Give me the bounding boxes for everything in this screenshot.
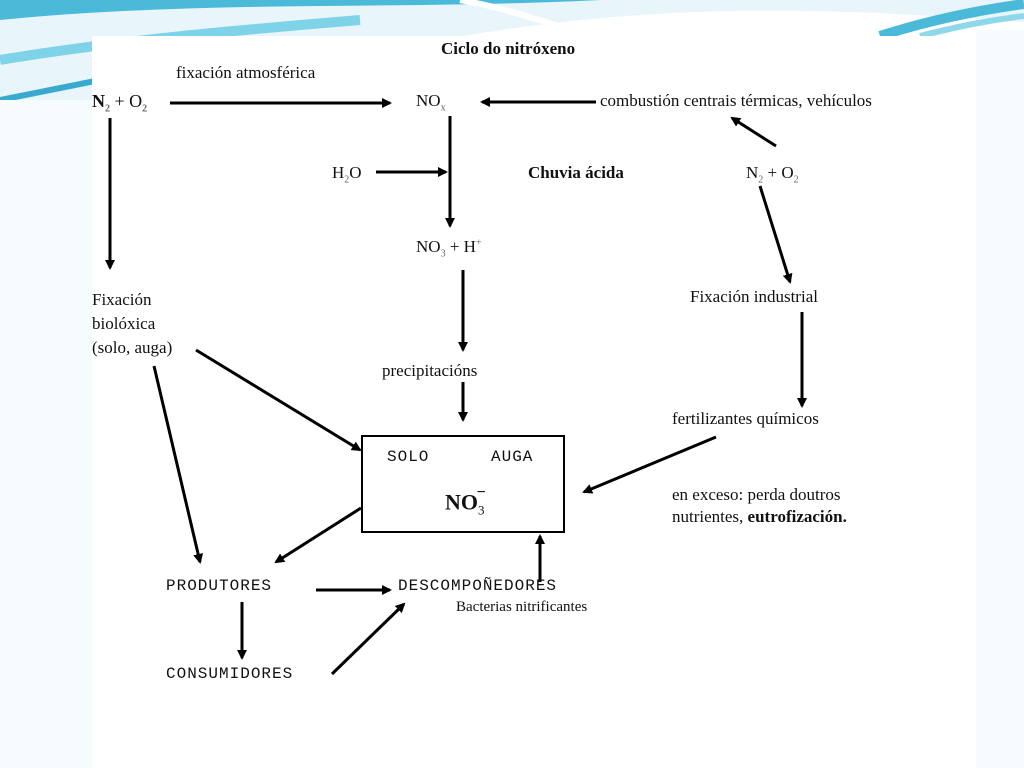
box-no3-label: NO3− [445, 485, 494, 518]
fixacion-atmosferica-label: fixación atmosférica [176, 63, 316, 82]
h2o-h: H [332, 163, 345, 182]
arrow-consumidores-to-descomp [330, 602, 406, 676]
exceso-line1: en exceso: perda doutros [672, 485, 841, 504]
n2-o2-right-sub1: 2 [758, 174, 764, 186]
n2-o2-right-n: N [746, 163, 759, 182]
no3-h-sup: + [475, 237, 482, 249]
n2-o2-right: N2 + O2 [746, 164, 799, 185]
nox-label: NOx [416, 92, 446, 113]
h2o-label: H2O [332, 164, 362, 185]
solo-auga-box: SOLO AUGA NO3− [361, 435, 565, 533]
arrow-n2right-to-combustion [730, 116, 777, 148]
diagram-title: Ciclo do nitróxeno [441, 39, 576, 58]
exceso-line2a: nutrientes, [672, 507, 748, 526]
consumidores-label: CONSUMIDORES [166, 665, 294, 683]
h2o-o: O [349, 163, 362, 182]
no3-h-base: NO [416, 237, 441, 256]
fixacion-biologica-line1: Fixación [92, 290, 152, 309]
box-no3-sup: − [476, 484, 486, 501]
exceso-label: en exceso: perda doutros nutrientes, eut… [672, 484, 847, 528]
precipitacions-label: precipitacións [382, 361, 478, 380]
n2-o2-left-sub1: 2 [105, 103, 110, 115]
box-no3-sub: 3 [478, 502, 485, 518]
combustion-label: combustión centrais térmicas, vehículos [600, 91, 872, 110]
h2o-sub: 2 [344, 174, 350, 186]
arrow-biologica-to-produtores [152, 365, 204, 564]
n2-o2-left-mid: + O [110, 91, 143, 111]
n2-o2-left-n: N [92, 91, 105, 111]
arrow-box-to-produtores [274, 506, 362, 564]
fixacion-biologica-label: Fixación biolóxica (solo, auga) [92, 288, 172, 360]
exceso-line2b: eutrofización. [747, 507, 847, 526]
no3-h-label: NO3 + H+ [416, 238, 482, 259]
n2-o2-right-mid: + O [763, 163, 794, 182]
box-solo-label: SOLO [387, 448, 430, 466]
box-auga-label: AUGA [491, 448, 534, 466]
fixacion-biologica-line3: (solo, auga) [92, 338, 173, 357]
no3-h-sub: 3 [440, 248, 446, 260]
bacterias-label: Bacterias nitrificantes [456, 599, 588, 615]
fixacion-industrial-label: Fixación industrial [690, 287, 818, 306]
n2-o2-left: N2 + O2 [92, 92, 147, 115]
nox-sub: x [440, 102, 446, 114]
diagram-panel [92, 36, 976, 730]
no3-h-mid: + H [445, 237, 476, 256]
n2-o2-right-sub2: 2 [793, 174, 799, 186]
nox-base: NO [416, 91, 441, 110]
arrow-n2right-to-industrial [758, 185, 793, 284]
fixacion-biologica-line2: biolóxica [92, 314, 156, 333]
arrow-fert-to-box [582, 435, 717, 494]
descomponedores-label: DESCOMPOÑEDORES [398, 577, 558, 595]
arrow-biologica-to-box [195, 348, 362, 452]
produtores-label: PRODUTORES [166, 577, 273, 595]
fertilizantes-label: fertilizantes químicos [672, 409, 819, 428]
chuvia-acida-label: Chuvia ácida [528, 163, 624, 182]
box-no3-base: NO [445, 489, 478, 515]
n2-o2-left-sub2: 2 [142, 103, 148, 115]
